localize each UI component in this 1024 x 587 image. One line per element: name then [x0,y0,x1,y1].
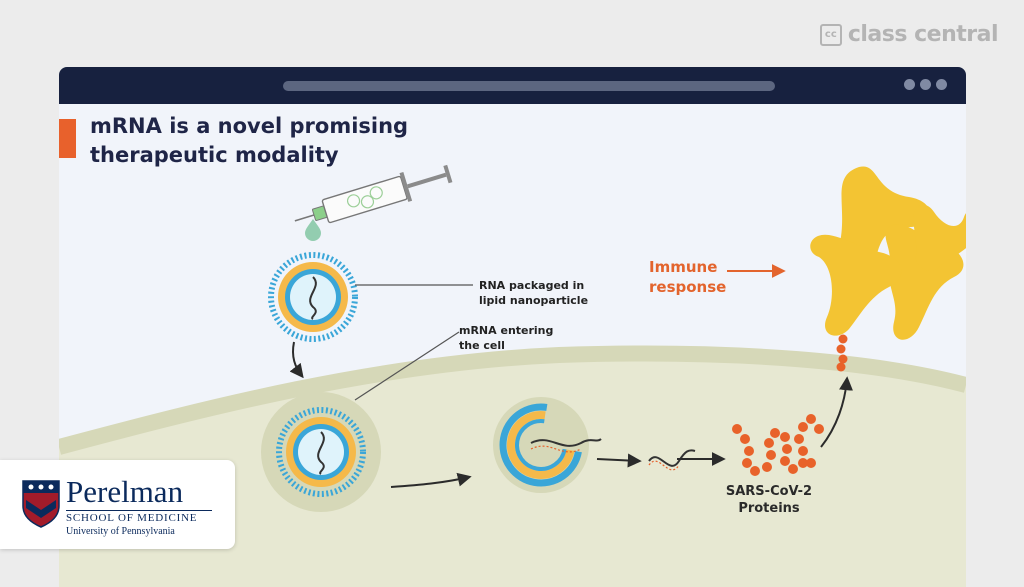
penn-shield-icon [22,480,60,528]
window-dot-icon [936,79,947,90]
class-central-text: class central [847,22,999,47]
class-central-watermark: cc class central [819,22,999,47]
label-sars-cov-2-proteins: SARS-CoV-2 Proteins [725,484,813,516]
logo-university: University of Pennsylvania [66,526,175,537]
address-bar[interactable] [283,81,775,91]
arrow-down [289,341,304,379]
window-dot-icon [904,79,915,90]
leader-line-entry [354,331,460,401]
arrow-right-2 [596,453,642,468]
window-dot-icon [920,79,931,90]
label-mrna-entering: mRNA entering the cell [459,324,554,352]
opening-nanoparticle [493,397,602,493]
lipid-nanoparticle [268,252,358,342]
mrna-diagram [59,164,966,587]
class-central-logo-icon: cc [819,23,842,46]
syringe-icon [294,164,453,224]
lipid-nanoparticle [276,407,366,497]
label-immune-response: Immune response [649,258,727,296]
slide-title: mRNA is a novel promising therapeutic mo… [90,114,409,167]
title-accent-bar [59,119,76,158]
logo-school: SCHOOL OF MEDICINE [66,512,198,524]
free-mrna-backbone [648,460,680,471]
free-mrna [648,449,696,467]
droplet-icon [305,219,321,241]
browser-titlebar [59,67,966,104]
penn-medicine-logo: Perelman SCHOOL OF MEDICINE University o… [0,460,235,549]
cell-membrane [59,345,966,455]
sars-cov-2-proteins [732,414,824,476]
immune-cells [810,166,966,340]
label-rna-packaged: RNA packaged in lipid nanoparticle [479,279,589,307]
arrow-right-1 [390,472,472,488]
arrow-up [820,376,854,448]
logo-divider [66,510,212,511]
logo-name: Perelman [66,474,184,509]
